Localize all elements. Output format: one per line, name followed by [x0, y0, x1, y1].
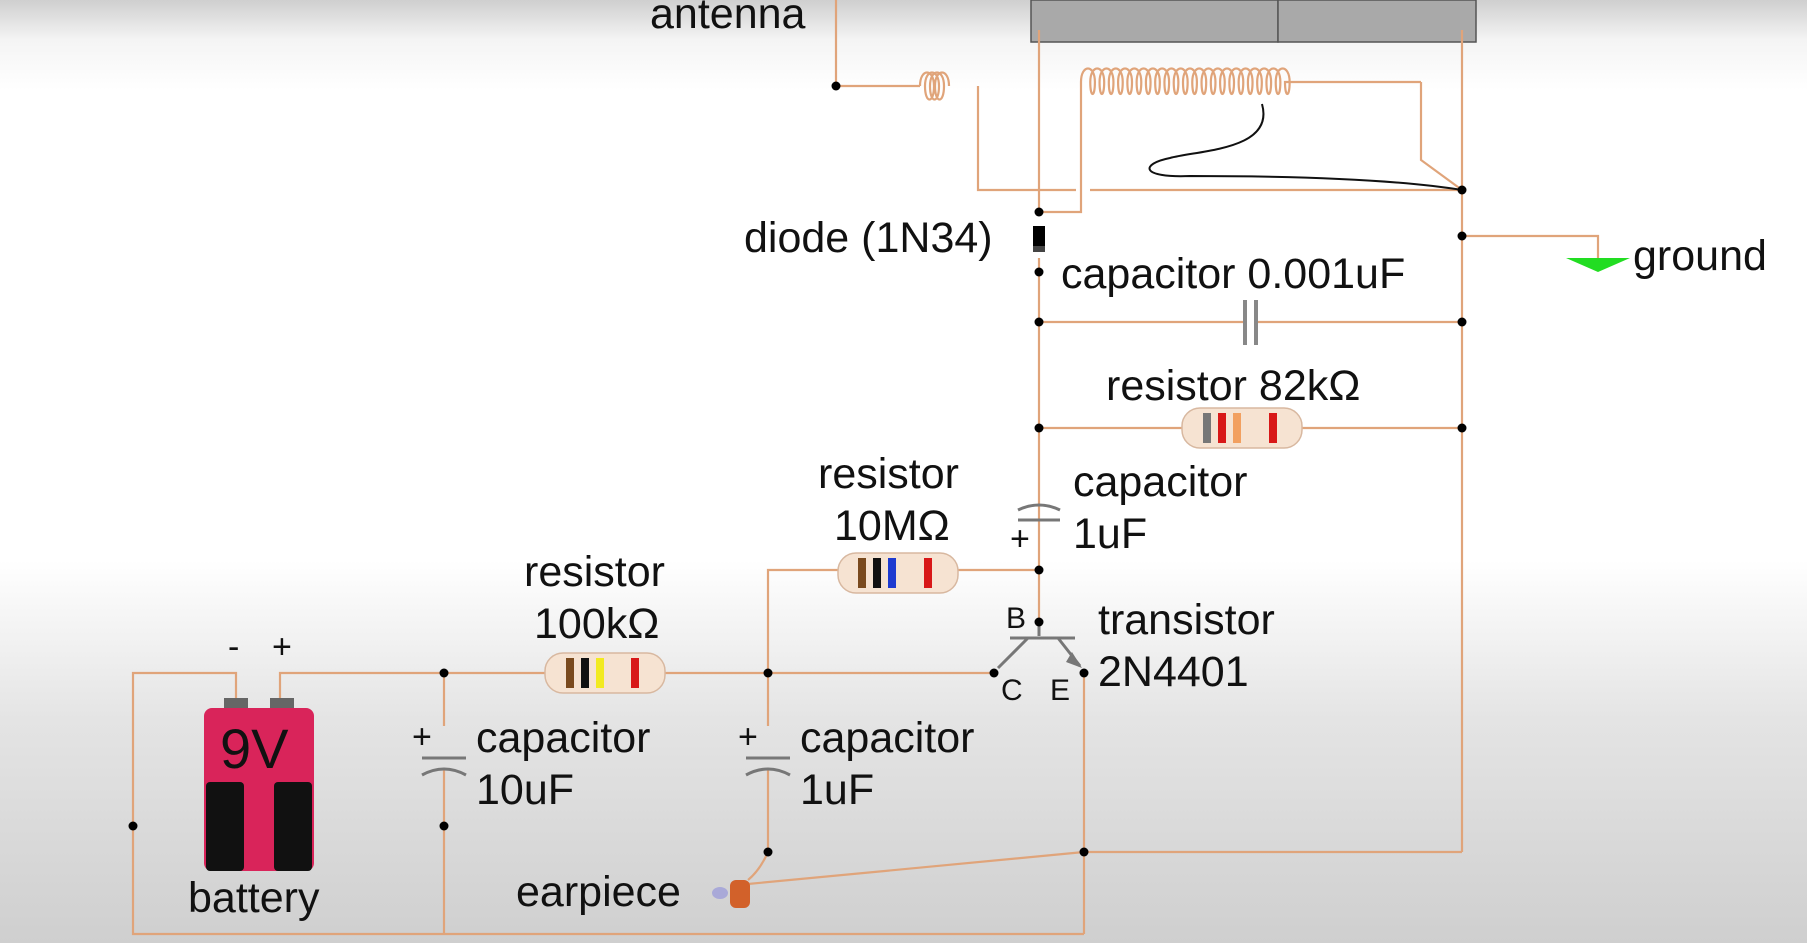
diode-label: diode (1N34): [744, 214, 993, 262]
junction-dot: [439, 821, 449, 831]
resistor-82k-label: resistor 82kΩ: [1106, 362, 1360, 410]
resistor-100k-label-1: resistor: [524, 548, 665, 596]
junction-dot: [763, 847, 773, 857]
battery-plus-label: +: [272, 628, 292, 666]
transistor-pin-c: C: [1001, 674, 1023, 707]
capacitor-1uf-top-plus: +: [1010, 520, 1030, 558]
junction-dot: [1457, 185, 1467, 195]
capacitor-10uf-label-1: capacitor: [476, 714, 650, 762]
capacitor-1uf-bottom-symbol: [745, 756, 791, 777]
capacitor-10uf-label-2: 10uF: [476, 766, 574, 814]
junction-dot: [763, 668, 773, 678]
junction-dot: [1457, 317, 1467, 327]
capacitor-10uf-symbol: [421, 756, 467, 777]
earpiece-symbol: [712, 880, 750, 908]
antenna-label: antenna: [650, 0, 806, 38]
junction-dot: [1079, 847, 1089, 857]
earpiece-label: earpiece: [516, 868, 681, 916]
battery-label: battery: [188, 874, 320, 922]
resistor-82k-symbol: [1181, 407, 1303, 449]
junction-dot: [439, 668, 449, 678]
resistor-10m-label-2: 10MΩ: [834, 502, 950, 550]
resistor-10m-symbol: [837, 552, 959, 594]
capacitor-10uf-plus: +: [412, 718, 432, 756]
junction-dot: [1457, 231, 1467, 241]
capacitor-1uf-top-label-2: 1uF: [1073, 510, 1147, 558]
capacitor-1uf-top-symbol: [1017, 503, 1061, 522]
battery-minus-label: -: [228, 628, 239, 666]
ground-label: ground: [1633, 232, 1767, 280]
antenna-coil: [918, 71, 951, 101]
transistor-pin-e: E: [1050, 674, 1070, 707]
resistor-100k-symbol: [544, 652, 666, 694]
transistor-label-2: 2N4401: [1098, 648, 1249, 696]
junction-dot: [1457, 423, 1467, 433]
capacitor-1uf-bottom-plus: +: [738, 718, 758, 756]
junction-dot: [1034, 267, 1044, 277]
junction-dot: [1034, 617, 1044, 627]
capacitor-1uf-bottom-label-1: capacitor: [800, 714, 974, 762]
capacitor-0001uf-label: capacitor 0.001uF: [1061, 250, 1405, 298]
junction-dot: [128, 821, 138, 831]
junction-dot: [1034, 565, 1044, 575]
junction-dot: [989, 668, 999, 678]
ground-symbol: [1566, 258, 1630, 272]
capacitor-1uf-bottom-label-2: 1uF: [800, 766, 874, 814]
transistor-pin-b: B: [1006, 602, 1026, 635]
transistor-2n4401-symbol: [996, 622, 1082, 670]
junction-dot: [831, 81, 841, 91]
transistor-label-1: transistor: [1098, 596, 1275, 644]
tuning-coil: [1079, 67, 1421, 96]
resistor-10m-label-1: resistor: [818, 450, 959, 498]
battery-9v-symbol: [204, 698, 314, 871]
junction-dot: [1034, 231, 1044, 241]
junction-dot: [1034, 317, 1044, 327]
junction-dot: [1034, 423, 1044, 433]
tuning-capacitor-right-plate: [1277, 0, 1477, 43]
junction-dot: [1034, 207, 1044, 217]
capacitor-0001uf-symbol: [1243, 300, 1258, 345]
wires: [131, 0, 1600, 936]
resistor-100k-label-2: 100kΩ: [534, 600, 659, 648]
junction-dot: [1079, 668, 1089, 678]
capacitor-1uf-top-label-1: capacitor: [1073, 458, 1247, 506]
tuning-capacitor-left-plate: [1030, 0, 1279, 43]
junction-nodes: [128, 81, 1467, 857]
battery-voltage-label: 9V: [220, 717, 289, 780]
coil-tap-wire: [1148, 103, 1463, 191]
